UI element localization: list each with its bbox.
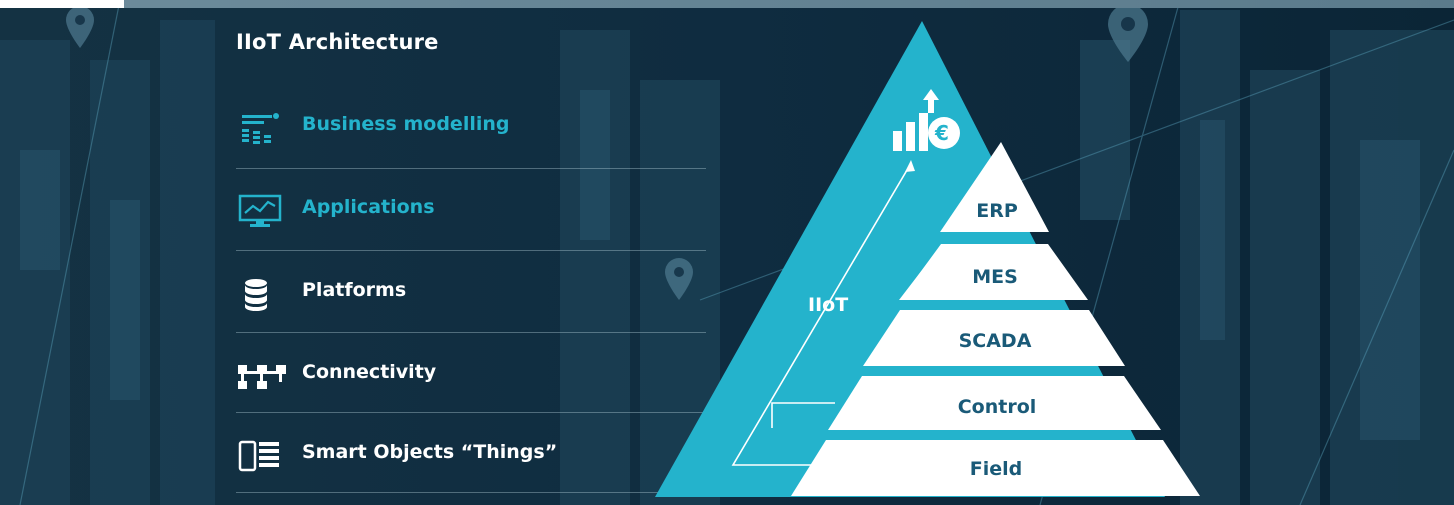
level-label: Field bbox=[970, 458, 1023, 480]
layer-label: Business modelling bbox=[302, 113, 510, 135]
layer-row-applications: Applications bbox=[236, 180, 696, 240]
layer-row-platforms: Platforms bbox=[236, 263, 696, 323]
level-label: Control bbox=[958, 396, 1037, 418]
monitor-chart-icon bbox=[238, 194, 282, 227]
device-icon bbox=[238, 440, 279, 472]
level-label: ERP bbox=[976, 200, 1018, 222]
pyramid-level-control bbox=[828, 376, 1161, 430]
level-label: SCADA bbox=[959, 330, 1032, 352]
pyramid-level-mes-band bbox=[900, 244, 1088, 300]
diagram-title: IIoT Architecture bbox=[236, 30, 439, 54]
layer-label: Platforms bbox=[302, 279, 407, 301]
pyramid-level-field bbox=[791, 440, 1200, 496]
layer-row-business-modelling: Business modelling bbox=[236, 97, 696, 157]
layer-label: Connectivity bbox=[302, 361, 437, 383]
layer-row-smart-objects: Smart Objects “Things” bbox=[236, 425, 696, 485]
iiot-label: IIoT bbox=[808, 294, 848, 316]
pyramid-level-scada bbox=[863, 310, 1125, 366]
divider bbox=[236, 168, 706, 169]
divider bbox=[236, 492, 706, 493]
chart-euro-icon: € bbox=[893, 89, 960, 151]
layer-row-connectivity: Connectivity bbox=[236, 345, 696, 405]
network-icon bbox=[238, 365, 286, 389]
business-modelling-icon bbox=[242, 113, 279, 144]
svg-text:€: € bbox=[934, 121, 949, 145]
level-label: MES bbox=[972, 266, 1018, 288]
divider bbox=[236, 250, 706, 251]
layer-label: Smart Objects “Things” bbox=[302, 441, 558, 463]
iiot-arrow bbox=[731, 164, 911, 466]
divider bbox=[236, 412, 706, 413]
layer-label: Applications bbox=[302, 196, 435, 218]
pyramid-level-erp bbox=[940, 142, 1049, 232]
divider bbox=[236, 332, 706, 333]
database-icon bbox=[245, 279, 267, 311]
automation-pyramid bbox=[791, 142, 1200, 496]
